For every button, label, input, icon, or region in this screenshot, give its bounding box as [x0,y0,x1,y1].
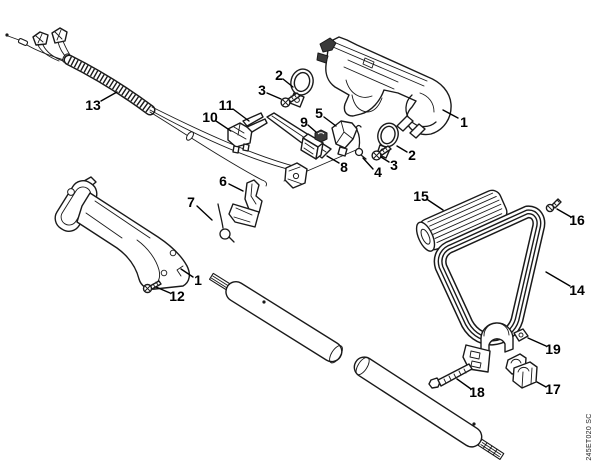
callout-11: 11 [219,97,234,113]
callout-17: 17 [545,381,561,397]
callout-5: 5 [315,105,323,121]
trigger-interlock [331,120,358,157]
handle-grip [415,189,508,252]
throttle-rod [266,112,332,160]
callout-15: 15 [413,188,429,204]
mounting-peg [409,123,426,139]
clamp-bolt [428,363,473,389]
callout-19: 19 [545,341,561,357]
callout-3-upper: 3 [258,82,266,98]
connector-icon [51,27,68,44]
latch-detail [316,52,329,64]
square-nut [314,129,328,143]
callout-9: 9 [300,114,308,130]
callout-2-upper: 2 [275,67,283,83]
callout-1-lower: 1 [194,272,202,288]
callout-13: 13 [85,97,101,113]
stop-switch [227,122,253,154]
lower-handle-housing [54,176,191,290]
callout-1-upper: 1 [460,114,468,130]
throttle-trigger [228,179,263,228]
throttle-cable-harness [5,27,357,187]
callout-4: 4 [374,164,382,180]
callout-12: 12 [169,288,185,304]
callout-2-lower: 2 [408,147,416,163]
connector-icon [32,31,49,46]
trigger-spring [217,203,235,243]
callout-3-lower: 3 [390,157,398,173]
clamp-screw-upper [280,92,301,108]
housing-screw [142,280,162,294]
clamp-nut [513,328,529,342]
callout-7: 7 [187,194,195,210]
drive-tube-upper [208,272,343,364]
contact-springs [242,112,268,133]
callout-6: 6 [219,173,227,189]
drawing-code: 245ET020 SC [586,413,593,460]
cable-bracket [284,162,308,189]
callout-16: 16 [569,212,585,228]
callout-18: 18 [469,384,485,400]
callout-8: 8 [340,159,348,175]
leader-lines [100,78,572,390]
loop-handle [433,205,546,373]
upper-handle-housing [316,36,452,139]
clamp-shell [505,353,538,389]
callout-10: 10 [202,109,218,125]
latch-detail [319,37,337,53]
clamp-screw-lower [371,145,392,161]
grip-screw [545,198,562,213]
callout-14: 14 [569,282,585,298]
mounting-peg [396,115,414,132]
drive-tube-lower [353,356,505,460]
